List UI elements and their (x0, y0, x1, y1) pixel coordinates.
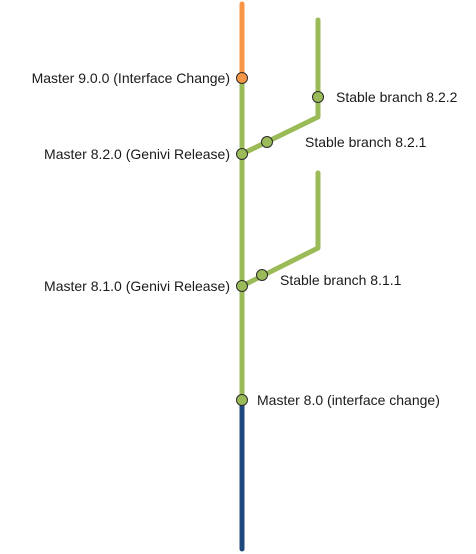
node-master-9-0-0 (236, 72, 248, 84)
label-master-8-1-0: Master 8.1.0 (Genivi Release) (44, 278, 230, 294)
label-stable-8-2-2: Stable branch 8.2.2 (336, 89, 458, 105)
label-master-8-0: Master 8.0 (interface change) (257, 392, 440, 408)
node-stable-8-2-1 (261, 136, 273, 148)
node-master-8-1-0 (236, 280, 248, 292)
label-master-9-0-0: Master 9.0.0 (Interface Change) (32, 70, 230, 86)
label-stable-8-2-1: Stable branch 8.2.1 (305, 134, 427, 150)
node-master-8-2-0 (236, 148, 248, 160)
label-master-8-2-0: Master 8.2.0 (Genivi Release) (44, 146, 230, 162)
label-stable-8-1-1: Stable branch 8.1.1 (280, 272, 402, 288)
node-stable-8-1-1 (256, 269, 268, 281)
stable-branch-8-1-line (239, 170, 321, 289)
node-stable-8-2-2 (312, 91, 324, 103)
node-master-8-0 (236, 394, 248, 406)
